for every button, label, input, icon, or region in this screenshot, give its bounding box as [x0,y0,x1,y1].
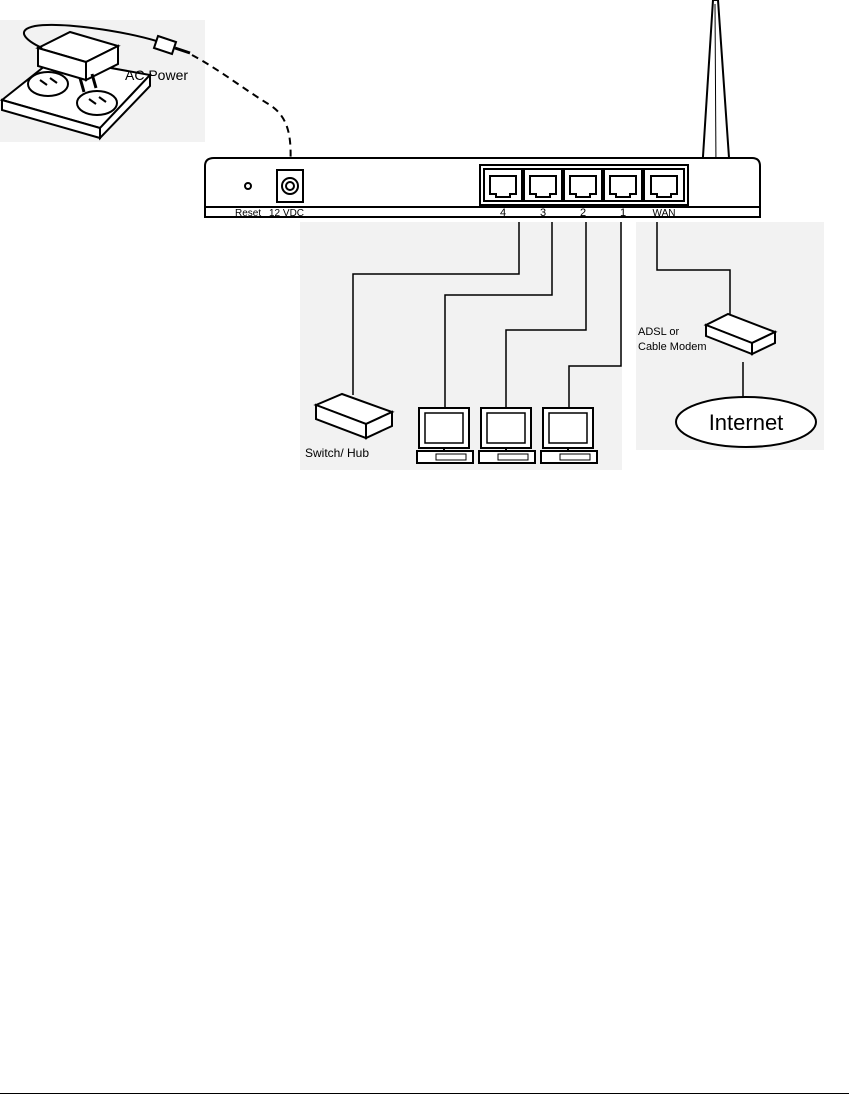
port-4-label: 4 [500,207,506,219]
computer-icon [541,408,597,463]
ac-power-label: AC Power [125,67,188,83]
dc-label: 12 VDC [269,208,304,219]
wan-label: WAN [653,208,676,219]
modem-label-line2: Cable Modem [638,341,706,353]
power-cable-dashed [192,55,291,170]
computer-icon [479,408,535,463]
computer-icon [417,408,473,463]
footer-rule [0,1093,849,1094]
lan-port-2 [564,169,602,201]
reset-button [245,183,251,189]
port-3-label: 3 [540,207,546,219]
wan-port [644,169,684,201]
lan-port-4 [484,169,522,201]
reset-label: Reset [235,208,261,219]
dc-power-jack [277,170,303,202]
port-2-label: 2 [580,207,586,219]
internet-label: Internet [709,410,784,435]
port-1-label: 1 [620,207,626,219]
switch-hub-label: Switch/ Hub [305,446,369,460]
lan-port-3 [524,169,562,201]
modem-label-line1: ADSL or [638,326,680,338]
lan-port-1 [604,169,642,201]
